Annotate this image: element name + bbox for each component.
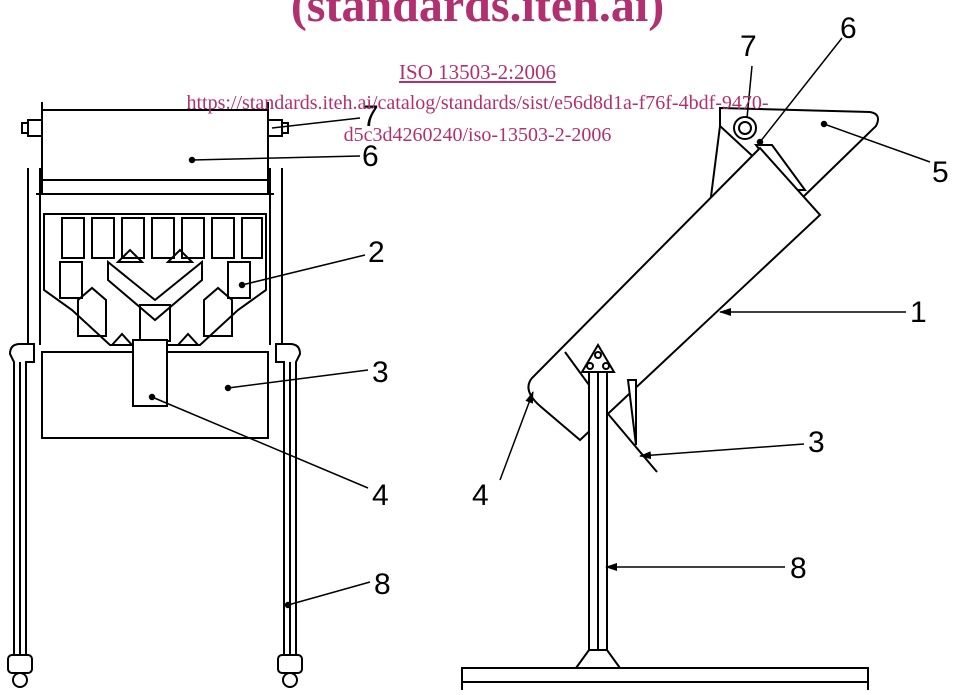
- side-label-8: 8: [790, 552, 807, 585]
- watermark-url-line1[interactable]: https://standards.iteh.ai/catalog/standa…: [186, 92, 769, 114]
- front-leaders: [148, 117, 371, 609]
- side-label-7: 7: [740, 30, 757, 63]
- front-label-3: 3: [372, 356, 389, 389]
- watermark-standard-link[interactable]: ISO 13503-2:2006: [399, 60, 556, 84]
- side-label-1: 1: [910, 296, 927, 329]
- front-hopper: [36, 102, 274, 195]
- side-labels: 7 6 5 1 3 4 8: [472, 12, 949, 585]
- front-view: [7, 102, 303, 688]
- front-label-4: 4: [372, 479, 389, 512]
- watermark-url-line2[interactable]: d5c3d4260240/iso-13503-2-2006: [343, 124, 612, 146]
- front-label-7: 7: [362, 100, 379, 133]
- side-label-6: 6: [840, 12, 857, 45]
- front-label-2: 2: [368, 236, 385, 269]
- side-leaders: [499, 37, 931, 571]
- front-labels: 7 6 2 3 4 8: [362, 100, 391, 601]
- front-receiving-pan: [41, 339, 269, 439]
- front-stand: [7, 343, 303, 688]
- watermark-site: (standards.iteh.ai): [290, 0, 665, 32]
- front-riffle-splitter: [43, 213, 267, 346]
- front-label-6: 6: [362, 140, 379, 173]
- side-view: [461, 106, 879, 690]
- side-label-5: 5: [932, 156, 949, 189]
- side-chute: [527, 146, 822, 446]
- front-label-8: 8: [374, 568, 391, 601]
- side-label-4: 4: [472, 479, 489, 512]
- side-stand: [461, 343, 869, 690]
- side-label-3: 3: [808, 426, 825, 459]
